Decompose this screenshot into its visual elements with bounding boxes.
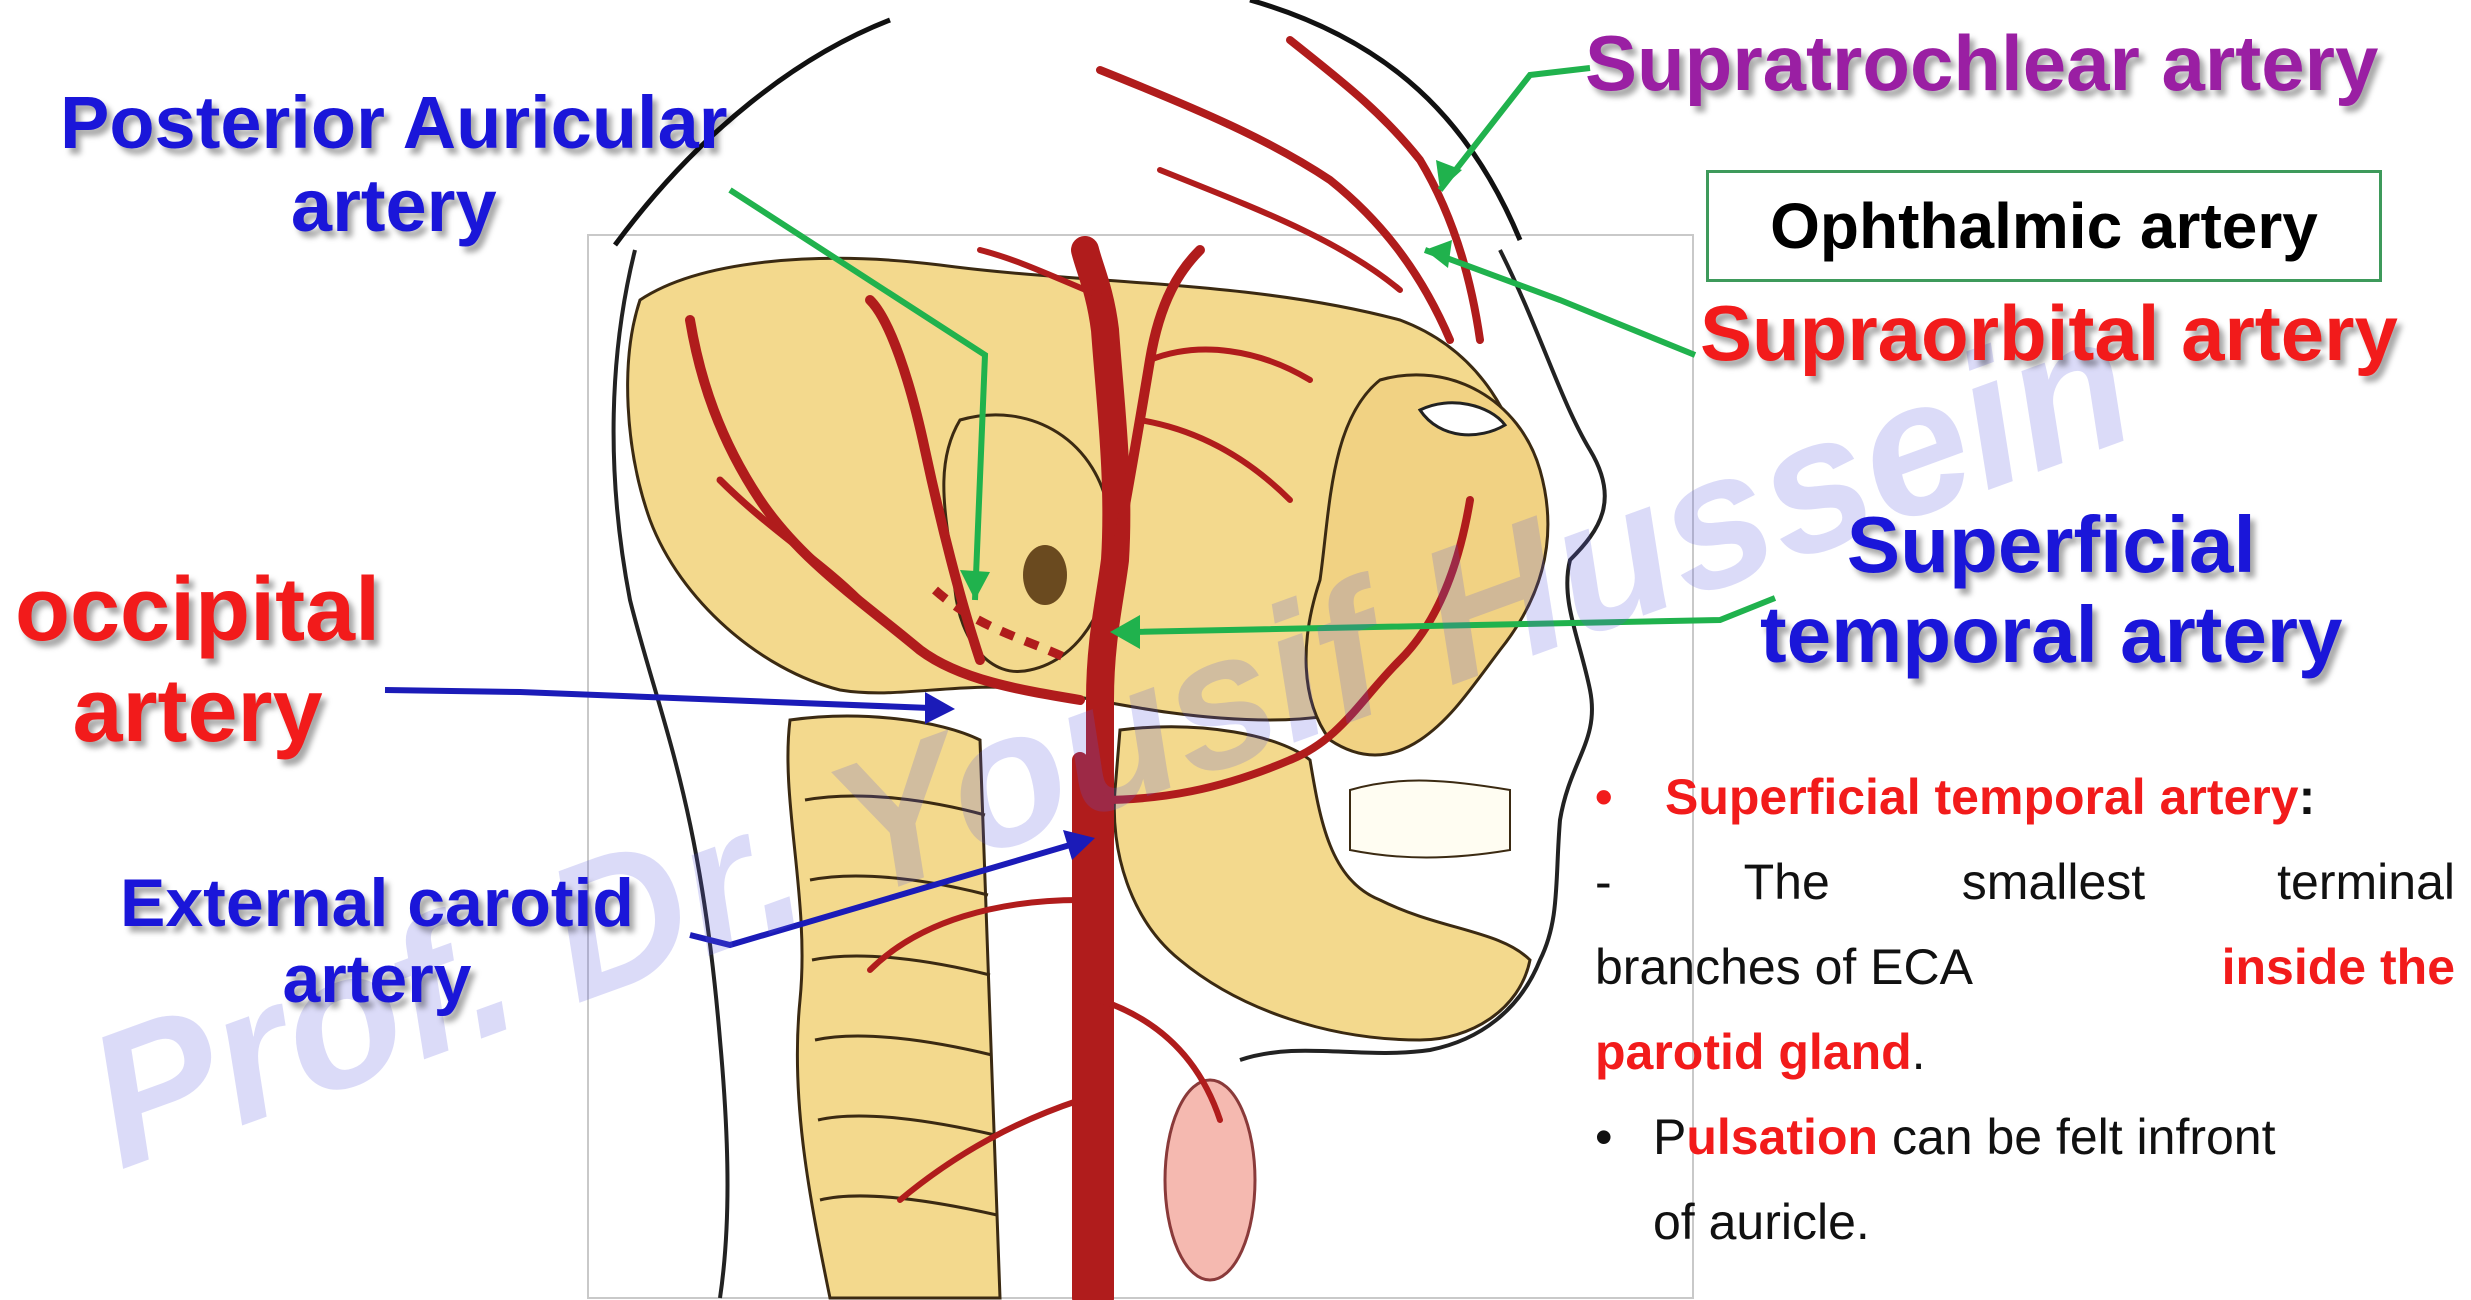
bullet-icon-2: • bbox=[1595, 1095, 1653, 1180]
notes-line2-red: inside the bbox=[2222, 925, 2455, 1010]
notes-pulsation-red: ulsation bbox=[1686, 1109, 1878, 1165]
bullet-icon: • bbox=[1595, 755, 1665, 840]
label-superficial-temporal-artery: Superficial temporal artery bbox=[1760, 500, 2342, 679]
label-external-carotid-line1: External carotid bbox=[120, 865, 634, 941]
label-superficial-temporal-line2: temporal artery bbox=[1760, 590, 2342, 680]
notes-pulsation-line2: of auricle. bbox=[1595, 1180, 2455, 1265]
pointer-supratrochlear bbox=[1440, 68, 1590, 190]
label-occipital-line2: artery bbox=[15, 661, 380, 762]
label-posterior-auricular-artery: Posterior Auricular artery bbox=[60, 82, 728, 248]
label-external-carotid-artery: External carotid artery bbox=[120, 865, 634, 1017]
notes-heading: Superficial temporal artery bbox=[1665, 755, 2299, 840]
teeth bbox=[1350, 781, 1510, 858]
notes-word3: terminal bbox=[2277, 840, 2455, 925]
notes-pulsation-row: • Pulsation can be felt infront bbox=[1595, 1095, 2455, 1180]
label-external-carotid-line2: artery bbox=[120, 941, 634, 1017]
ear-canal bbox=[1023, 545, 1067, 605]
notes-line2: branches of ECA inside the bbox=[1595, 925, 2455, 1010]
label-occipital-line1: occipital bbox=[15, 560, 380, 661]
notes-line1: - The smallest terminal bbox=[1595, 840, 2455, 925]
notes-pulsation-text: Pulsation can be felt infront bbox=[1653, 1095, 2276, 1180]
label-ophthalmic-artery: Ophthalmic artery bbox=[1770, 189, 2318, 263]
notes-pulsation-rest: can be felt infront bbox=[1878, 1109, 2275, 1165]
notes-line2-plain: branches of ECA bbox=[1595, 925, 1973, 1010]
notes-dash: - bbox=[1595, 840, 1612, 925]
notes-line3-end: . bbox=[1912, 1024, 1926, 1080]
label-superficial-temporal-line1: Superficial bbox=[1760, 500, 2342, 590]
notes-word2: smallest bbox=[1962, 840, 2145, 925]
notes-pulsation-p: P bbox=[1653, 1109, 1686, 1165]
notes-heading-row: • Superficial temporal artery: bbox=[1595, 755, 2455, 840]
notes-line3-red: parotid gland bbox=[1595, 1024, 1912, 1080]
label-posterior-auricular-line1: Posterior Auricular bbox=[60, 82, 728, 165]
notes-line3: parotid gland. bbox=[1595, 1010, 2455, 1095]
label-box-ophthalmic-artery: Ophthalmic artery bbox=[1706, 170, 2382, 282]
label-posterior-auricular-line2: artery bbox=[60, 165, 728, 248]
notes-word1: The bbox=[1744, 840, 1830, 925]
notes-superficial-temporal: • Superficial temporal artery: - The sma… bbox=[1595, 755, 2455, 1265]
notes-heading-colon: : bbox=[2299, 755, 2316, 840]
thyroid-gland bbox=[1165, 1080, 1255, 1280]
label-supratrochlear-artery: Supratrochlear artery bbox=[1585, 20, 2378, 107]
label-supraorbital-artery: Supraorbital artery bbox=[1700, 290, 2398, 377]
label-occipital-artery: occipital artery bbox=[15, 560, 380, 762]
